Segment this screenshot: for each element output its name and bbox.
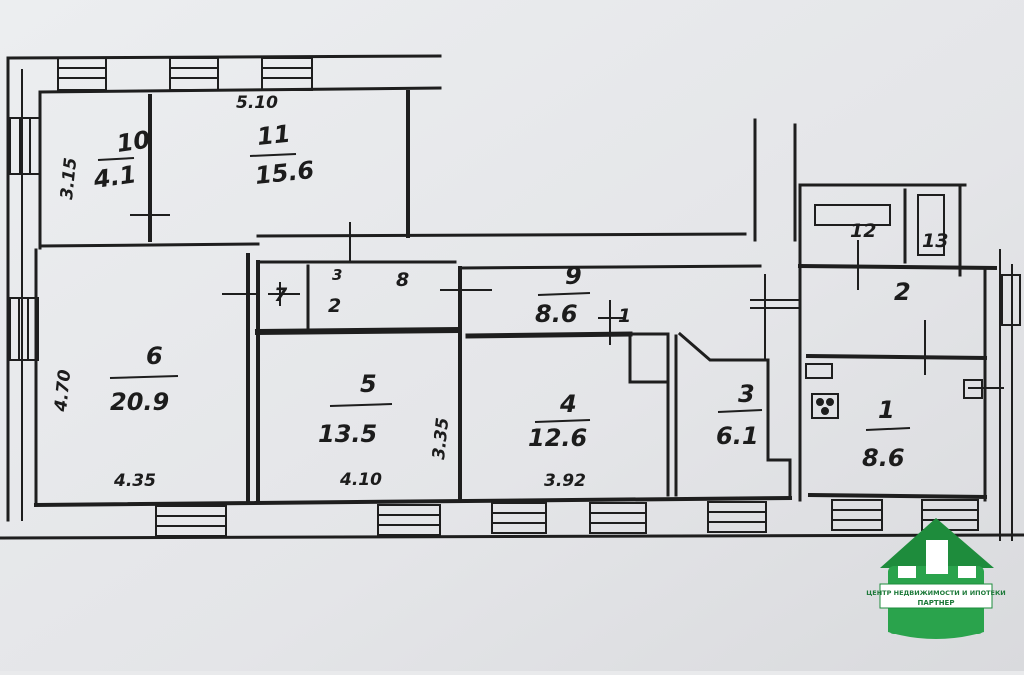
room-13-number: 13	[922, 230, 948, 252]
room-3-number: 3	[738, 380, 755, 408]
dim-bottom-room5: 4.10	[339, 470, 382, 490]
heater-icon	[963, 379, 983, 399]
dim-left-room10: 3.15	[57, 157, 81, 201]
dim-top: 5.10	[236, 93, 278, 113]
window-bottom-3	[491, 502, 547, 534]
window-bottom-7	[921, 499, 979, 531]
room-2-number: 2	[894, 278, 911, 306]
window-bottom-6	[831, 499, 883, 531]
room-1-area: 8.6	[862, 444, 905, 472]
window-bottom-4	[589, 502, 647, 534]
bathtub-icon	[814, 204, 891, 226]
stove-icon	[811, 393, 839, 419]
room-6-area: 20.9	[110, 388, 169, 416]
dim-right-room5: 3.35	[429, 417, 453, 461]
logo-left-window	[898, 566, 916, 578]
room-6-number: 6	[146, 342, 163, 370]
logo-base	[888, 610, 984, 639]
window-top-2	[169, 57, 219, 91]
room-5-number: 5	[360, 370, 377, 398]
walls	[0, 54, 1024, 541]
dimension-labels: 5.10 3.15 4.70 4.35 4.10 3.35 3.92	[51, 93, 586, 491]
room-10-number: 10	[115, 126, 152, 158]
mark-2: 2	[328, 295, 341, 317]
window-left-2	[9, 297, 39, 361]
door-marks	[130, 214, 1004, 389]
mark-3: 3	[332, 266, 342, 284]
logo-right-window	[958, 566, 976, 578]
mark-1: 1	[618, 305, 631, 327]
room-8-number: 8	[396, 269, 409, 291]
windows	[9, 57, 1021, 537]
window-bottom-5	[707, 501, 767, 533]
room-1-number: 1	[878, 396, 895, 424]
logo-text-line1: ЦЕНТР НЕДВИЖИМОСТИ И ИПОТЕКИ	[866, 589, 1005, 597]
window-bottom-1	[155, 505, 227, 537]
dim-left-room6: 4.70	[51, 369, 75, 414]
toilet-icon	[917, 194, 945, 256]
room-5-area: 13.5	[318, 420, 377, 448]
window-left-1	[9, 117, 41, 175]
window-top-1	[57, 57, 107, 91]
room-9-area: 8.6	[535, 300, 578, 328]
window-bottom-2	[377, 504, 441, 536]
room-4-number: 4	[559, 390, 577, 418]
room-4-area: 12.6	[528, 424, 587, 452]
dim-bottom-room4: 3.92	[544, 471, 586, 491]
room-7-number: 7	[274, 284, 288, 306]
room-11-area: 15.6	[254, 156, 316, 190]
room-12-number: 12	[850, 220, 876, 242]
window-top-3	[261, 57, 313, 91]
logo-banner	[879, 583, 993, 609]
dim-bottom-room6: 4.35	[113, 471, 156, 491]
room-9-number: 9	[565, 262, 582, 290]
fixtures	[805, 194, 983, 419]
sink-icon	[805, 363, 833, 379]
partner-logo: ЦЕНТР НЕДВИЖИМОСТИ И ИПОТЕКИ ПАРТНЕР	[866, 518, 1006, 639]
room-11-number: 11	[256, 120, 292, 151]
room-3-area: 6.1	[716, 422, 759, 450]
room-10-area: 4.1	[91, 160, 138, 194]
logo-text-line2: ПАРТНЕР	[918, 599, 955, 607]
window-right-1	[1001, 274, 1021, 326]
room-labels: 10 4.1 11 15.6 6 20.9 7 3 2 8 9 8.6 1 5 …	[91, 120, 949, 472]
logo-house-window	[926, 540, 948, 574]
